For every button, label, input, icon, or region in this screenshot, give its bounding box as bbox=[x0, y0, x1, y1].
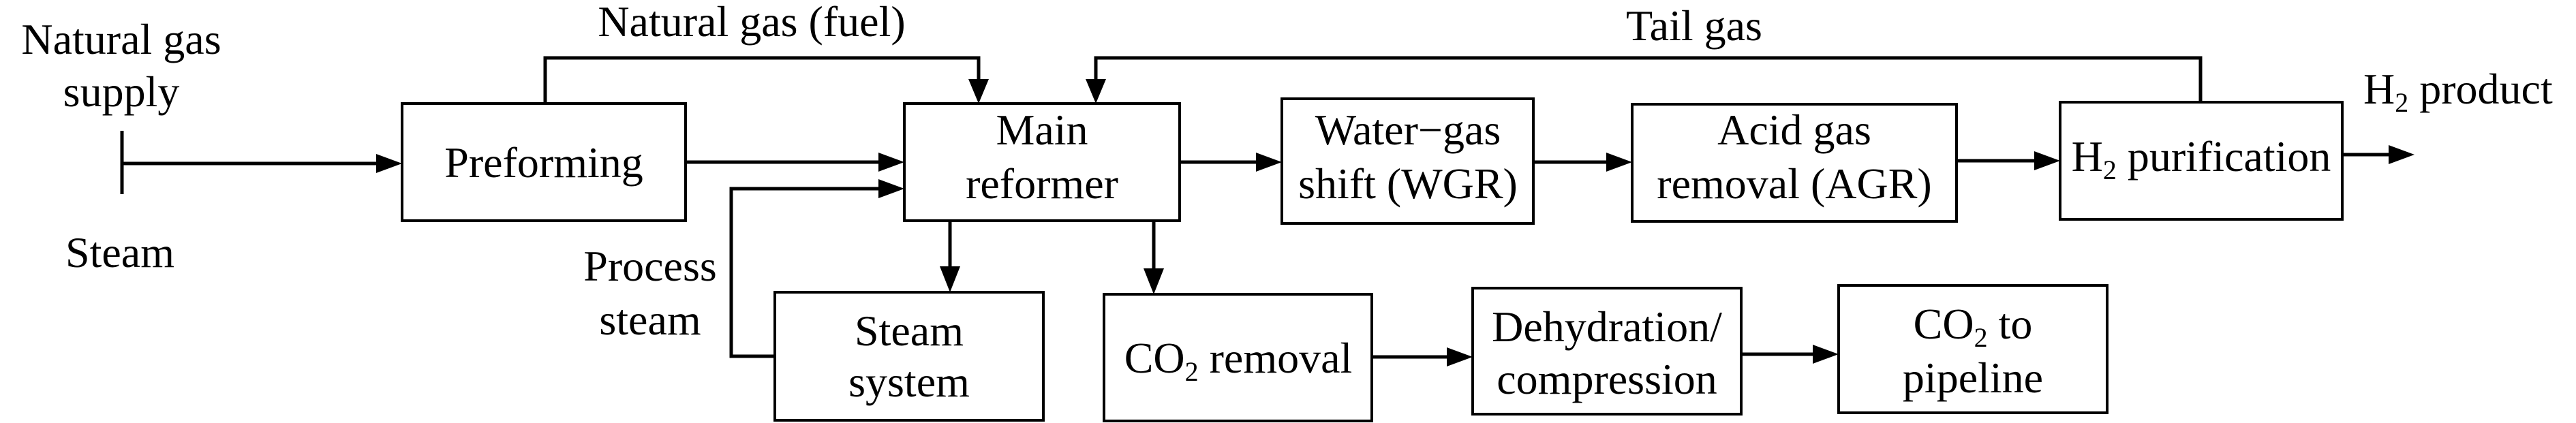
preforming-label: Preforming bbox=[444, 138, 643, 187]
steam-system-block bbox=[773, 291, 1045, 422]
co2-pipeline-subscript: 2 bbox=[1974, 322, 1988, 353]
arrowhead-icon bbox=[968, 79, 989, 104]
process-steam-label-2: steam bbox=[599, 296, 701, 344]
h2-product-main: H bbox=[2363, 65, 2395, 113]
acid-gas-removal-block bbox=[1631, 103, 1958, 223]
h2-purification-label: H2 purification bbox=[2072, 132, 2331, 185]
agr-label-1: Acid gas bbox=[1717, 106, 1871, 154]
co2-pipeline-main: CO bbox=[1914, 300, 1974, 348]
arrowhead-icon bbox=[878, 153, 904, 172]
steam-label: Steam bbox=[65, 228, 174, 277]
main-reformer-block bbox=[903, 102, 1181, 222]
arrowhead-icon bbox=[376, 154, 402, 173]
h2-main: H bbox=[2072, 132, 2103, 181]
water-gas-shift-block bbox=[1281, 97, 1535, 225]
main-reformer-label-2: reformer bbox=[966, 159, 1118, 208]
h2-subscript: 2 bbox=[2103, 155, 2117, 185]
h2-purification-rest: purification bbox=[2117, 132, 2331, 181]
steam-system-label-2: system bbox=[848, 358, 970, 406]
co2-removal-label: CO2 removal bbox=[1124, 334, 1353, 387]
arrowhead-icon bbox=[1256, 153, 1282, 172]
preforming-block bbox=[401, 102, 687, 222]
process-steam-line bbox=[729, 187, 880, 358]
dehydration-label-1: Dehydration/ bbox=[1492, 302, 1722, 351]
wgs-label-1: Water−gas bbox=[1315, 106, 1501, 154]
h2-product-label: H2 product bbox=[2363, 65, 2553, 118]
co2-pipeline-label-2: pipeline bbox=[1903, 354, 2043, 402]
agr-label-2: removal (AGR) bbox=[1657, 159, 1931, 208]
dehydration-compression-block bbox=[1471, 287, 1743, 416]
main-reformer-label-1: Main bbox=[996, 106, 1088, 154]
h2-product-rest: product bbox=[2408, 65, 2553, 113]
arrowhead-icon bbox=[940, 266, 960, 292]
co2-to-pipeline-block bbox=[1837, 284, 2109, 414]
arrowhead-icon bbox=[878, 179, 904, 198]
co2-pipeline-rest: to bbox=[1988, 300, 2033, 348]
co2-main: CO bbox=[1124, 334, 1185, 382]
arrowhead-icon bbox=[2034, 151, 2060, 170]
co2-subscript: 2 bbox=[1185, 356, 1199, 387]
tail-gas-line bbox=[1094, 56, 2203, 102]
wgs-label-2: shift (WGR) bbox=[1298, 159, 1518, 208]
co2-pipeline-label-1: CO2 to bbox=[1914, 300, 2033, 353]
process-steam-label-1: Process bbox=[583, 242, 717, 290]
dehydration-label-2: compression bbox=[1497, 355, 1717, 403]
steam-system-label-1: Steam bbox=[855, 307, 964, 355]
natural-gas-supply-label-2: supply bbox=[63, 67, 180, 116]
natural-gas-supply-label-1: Natural gas bbox=[21, 15, 221, 63]
co2-removal-rest: removal bbox=[1199, 334, 1353, 382]
h2-purification-block bbox=[2059, 101, 2344, 221]
arrowhead-icon bbox=[2389, 145, 2414, 164]
tail-gas-label: Tail gas bbox=[1626, 1, 1762, 50]
h2-product-subscript: 2 bbox=[2395, 87, 2408, 118]
arrowhead-icon bbox=[1144, 268, 1164, 294]
arrowhead-icon bbox=[1447, 347, 1473, 366]
arrowhead-icon bbox=[1813, 345, 1839, 364]
co2-removal-block bbox=[1103, 293, 1373, 422]
arrowhead-icon bbox=[1606, 153, 1632, 172]
natural-gas-fuel-label: Natural gas (fuel) bbox=[598, 0, 905, 46]
arrowhead-icon bbox=[1086, 79, 1106, 104]
fuel-line bbox=[543, 56, 981, 104]
